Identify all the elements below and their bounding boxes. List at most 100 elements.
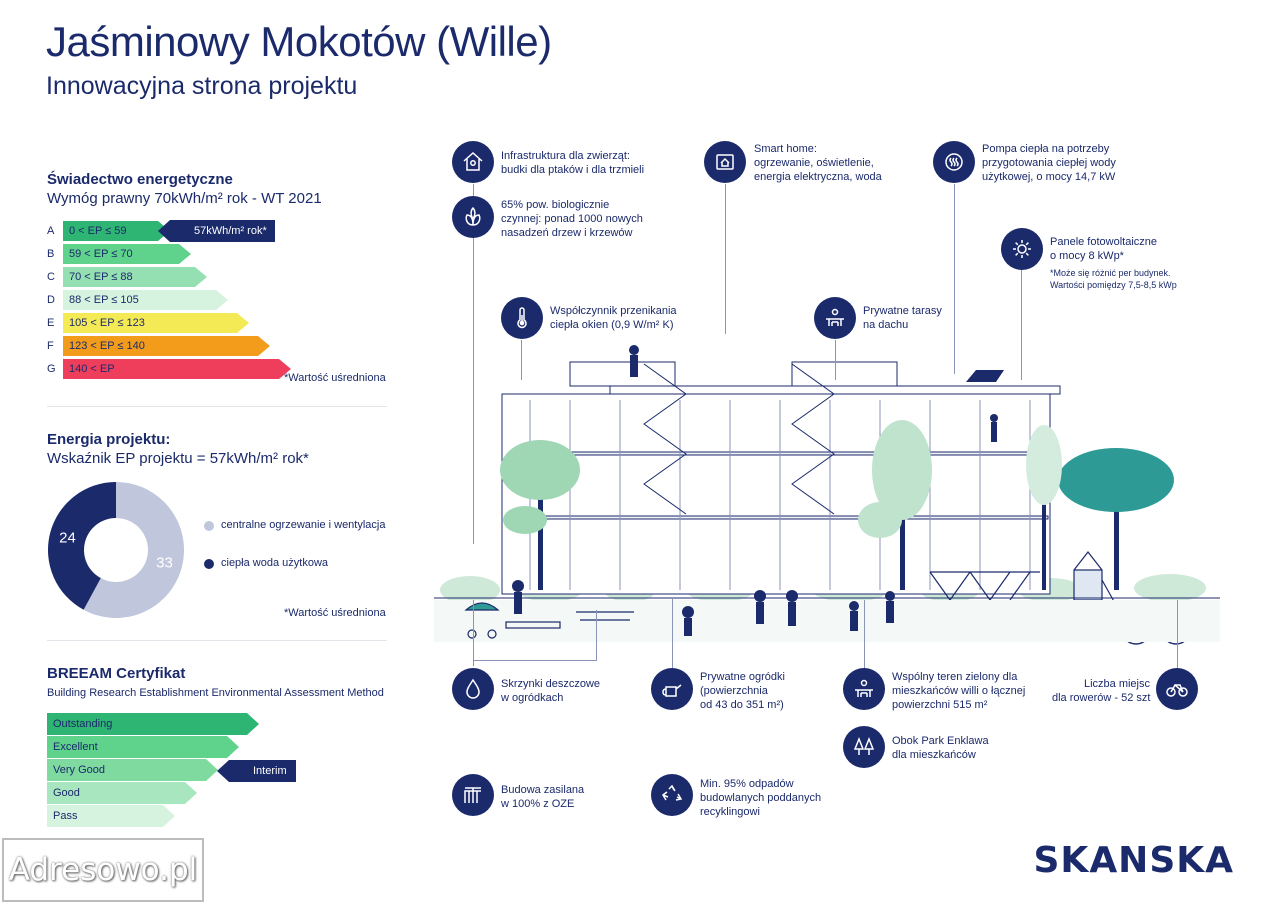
energy-note: *Wartość uśredniona <box>284 372 386 384</box>
trees-icon <box>843 726 885 768</box>
legend-swatch <box>204 521 214 531</box>
birdhouse-icon <box>452 141 494 183</box>
energy-class-letter: A <box>47 225 55 237</box>
energy-class-row: B 59 < EP ≤ 70 <box>47 244 191 264</box>
energy-class-row: C 70 < EP ≤ 88 <box>47 267 207 287</box>
energy-class-row: E 105 < EP ≤ 123 <box>47 313 249 333</box>
watermark-text: Adresowo.pl <box>8 852 198 888</box>
bench-icon <box>843 668 885 710</box>
energy-class-range: 59 < EP ≤ 70 <box>69 248 133 260</box>
connector-line <box>835 340 836 380</box>
energy-class-range: 140 < EP <box>69 363 115 375</box>
heat-pump-icon <box>933 141 975 183</box>
connector-line <box>473 660 597 661</box>
energy-class-range: 0 < EP ≤ 59 <box>69 225 127 237</box>
watermark: Adresowo.pl <box>2 838 204 902</box>
breeam-pointer: Interim <box>217 760 296 782</box>
energy-class-letter: G <box>47 363 56 375</box>
energy-class-range: 88 < EP ≤ 105 <box>69 294 139 306</box>
project-energy-subheading: Wskaźnik EP projektu = 57kWh/m² rok* <box>47 450 309 467</box>
energy-donut-chart: 33 24 <box>48 482 184 618</box>
breeam-pointer-label: Interim <box>253 765 287 777</box>
energy-class-bar: 123 < EP ≤ 140 <box>63 336 270 356</box>
connector-line <box>864 600 865 670</box>
connector-line <box>954 184 955 374</box>
building-illustration <box>434 345 1220 645</box>
energy-class-range: 70 < EP ≤ 88 <box>69 271 133 283</box>
breeam-level-row: Pass <box>47 805 175 827</box>
project-energy-heading: Energia projektu: <box>47 431 171 448</box>
smart-home-icon <box>704 141 746 183</box>
energy-class-range: 123 < EP ≤ 140 <box>69 340 145 352</box>
energy-class-range: 105 < EP ≤ 123 <box>69 317 145 329</box>
breeam-level-bar: Pass <box>47 805 175 827</box>
donut-value-label: 33 <box>156 554 173 571</box>
page-title: Jaśminowy Mokotów (Wille) <box>46 18 552 65</box>
breeam-level-row: Excellent <box>47 736 239 758</box>
power-pylon-icon <box>452 774 494 816</box>
energy-class-bar: 59 < EP ≤ 70 <box>63 244 191 264</box>
connector-line <box>473 600 474 666</box>
energy-class-letter: E <box>47 317 55 329</box>
breeam-level-row: Good <box>47 782 197 804</box>
connector-line <box>473 184 474 544</box>
watering-can-icon <box>651 668 693 710</box>
energy-class-bar: 105 < EP ≤ 123 <box>63 313 249 333</box>
energy-class-letter: B <box>47 248 55 260</box>
energy-class-row: F 123 < EP ≤ 140 <box>47 336 270 356</box>
breeam-level-bar: Very Good <box>47 759 218 781</box>
energy-class-bar: 70 < EP ≤ 88 <box>63 267 207 287</box>
leaves-icon <box>452 196 494 238</box>
breeam-level-bar: Excellent <box>47 736 239 758</box>
breeam-level-bar: Good <box>47 782 197 804</box>
breeam-level-bar: Outstanding <box>47 713 259 735</box>
energy-pointer-label: 57kWh/m² rok* <box>194 225 267 237</box>
energy-certificate-subheading: Wymóg prawny 70kWh/m² rok - WT 2021 <box>47 190 322 207</box>
energy-class-bar: 0 < EP ≤ 59 <box>63 221 170 241</box>
breeam-subheading: Building Research Establishment Environm… <box>47 687 384 699</box>
smarthome-caption: Smart home:ogrzewanie, oświetlenie,energ… <box>754 143 882 183</box>
legend-label: ciepła woda użytkowa <box>221 557 329 569</box>
energy-certificate-heading: Świadectwo energetyczne <box>47 171 233 188</box>
connector-line <box>1021 270 1022 380</box>
thermometer-icon <box>501 297 543 339</box>
breeam-level-row: Outstanding <box>47 713 259 735</box>
bicycle-icon <box>1156 668 1198 710</box>
connector-line <box>596 610 597 660</box>
breeam-heading: BREEAM Certyfikat <box>47 665 186 682</box>
pv-note: *Może się różnić per budynek.Wartości po… <box>1050 268 1177 290</box>
energy-class-row: A 0 < EP ≤ 59 <box>47 221 170 241</box>
energy-class-letter: F <box>47 340 54 352</box>
project-energy-note: *Wartość uśredniona <box>284 607 386 619</box>
recycle-icon <box>651 774 693 816</box>
energy-class-bar: 88 < EP ≤ 105 <box>63 290 228 310</box>
animals-caption: Infrastruktura dla zwierząt:budki dla pt… <box>501 150 645 176</box>
energy-class-row: G 140 < EP <box>47 359 291 379</box>
breeam-level-row: Very Good <box>47 759 218 781</box>
legend-swatch <box>204 559 214 569</box>
connector-line <box>1177 600 1178 670</box>
sun-icon <box>1001 228 1043 270</box>
connector-line <box>521 340 522 380</box>
energy-class-letter: C <box>47 271 55 283</box>
droplet-icon <box>452 668 494 710</box>
legend-label: centralne ogrzewanie i wentylacja <box>221 519 386 531</box>
connector-line <box>672 598 673 668</box>
skanska-logo: SKANSKA <box>1033 840 1234 881</box>
terrace-icon <box>814 297 856 339</box>
energy-pointer: 57kWh/m² rok* <box>158 220 275 242</box>
connector-line <box>725 184 726 334</box>
